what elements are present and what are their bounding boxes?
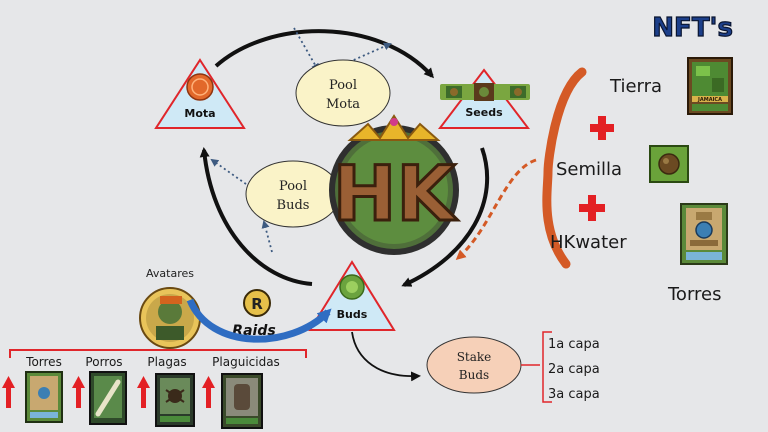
hk-logo: HK bbox=[329, 114, 460, 255]
bottom-label-plaguicidas: Plaguicidas bbox=[212, 355, 280, 369]
bottom-bracket bbox=[9, 349, 307, 358]
mota-coin-icon bbox=[186, 73, 214, 101]
nft-semilla: Semilla bbox=[556, 159, 622, 180]
layers-bracket bbox=[542, 331, 552, 403]
pool-buds-ellipse bbox=[245, 160, 341, 228]
seeds-label: Seeds bbox=[465, 106, 503, 119]
seeds-token-strip-icon bbox=[440, 83, 530, 101]
cycle-arrow-right bbox=[401, 147, 490, 287]
dotted-arrow-mota-pool bbox=[293, 27, 319, 72]
avatar-icon bbox=[139, 287, 201, 349]
tierra-card-label: JAMAICA bbox=[697, 97, 722, 103]
raids-badge-letter: R bbox=[251, 295, 263, 313]
orange-bracket bbox=[542, 67, 587, 269]
pool-buds-line1: Pool bbox=[279, 179, 307, 194]
nft-torres: Torres bbox=[667, 284, 722, 305]
mota-coin-ring bbox=[191, 78, 209, 96]
avatares-label: Avatares bbox=[146, 267, 194, 280]
nft-tierra: Tierra bbox=[609, 76, 662, 97]
torres-card-icon bbox=[680, 203, 728, 265]
hk-logo-text: HK bbox=[333, 149, 459, 238]
mota-label: Mota bbox=[184, 107, 215, 120]
cycle-arrow-bottom bbox=[199, 147, 313, 286]
bottom-label-porros: Porros bbox=[85, 355, 122, 369]
dotted-arrow-pool-seeds bbox=[339, 42, 392, 67]
plus-icon bbox=[590, 116, 614, 140]
torres-card-small-icon bbox=[25, 371, 63, 423]
raids-badge-icon: R bbox=[243, 289, 271, 317]
stake-buds-ellipse bbox=[426, 336, 522, 394]
orange-dashed-arrow bbox=[455, 158, 537, 260]
bottom-label-plagas: Plagas bbox=[147, 355, 186, 369]
plaguicidas-card-icon bbox=[221, 373, 263, 429]
pool-mota-ellipse bbox=[295, 59, 391, 127]
pool-buds-line2: Buds bbox=[277, 198, 310, 213]
raids-arrow bbox=[186, 298, 332, 343]
layer-1: 1a capa bbox=[548, 337, 600, 352]
tierra-card-icon: JAMAICA bbox=[687, 57, 733, 115]
pool-mota-line2: Mota bbox=[326, 97, 360, 112]
stake-line2: Buds bbox=[459, 368, 489, 382]
plus-icon bbox=[579, 195, 605, 221]
layer-2: 2a capa bbox=[548, 362, 600, 377]
up-arrow-icon bbox=[137, 376, 150, 408]
stake-line1: Stake bbox=[457, 350, 492, 364]
dotted-arrow-pool-mota bbox=[210, 158, 247, 185]
buds-stake-arrow bbox=[351, 331, 421, 382]
bottom-label-torres: Torres bbox=[25, 355, 62, 369]
buds-bud-inner bbox=[346, 281, 358, 293]
up-arrow-icon bbox=[202, 376, 215, 408]
semilla-card-icon bbox=[649, 145, 689, 183]
dotted-arrow-buds-pool bbox=[261, 220, 273, 253]
nft-hkwater: HKwater bbox=[550, 232, 627, 253]
cycle-arrow-top bbox=[214, 29, 435, 79]
up-arrow-icon bbox=[2, 376, 15, 408]
plagas-card-icon bbox=[155, 373, 195, 427]
nfts-title: NFT's bbox=[652, 13, 733, 43]
buds-label: Buds bbox=[337, 308, 368, 321]
up-arrow-icon bbox=[72, 376, 85, 408]
layer-3: 3a capa bbox=[548, 387, 600, 402]
porros-card-icon bbox=[89, 371, 127, 425]
pool-mota-line1: Pool bbox=[329, 78, 357, 93]
